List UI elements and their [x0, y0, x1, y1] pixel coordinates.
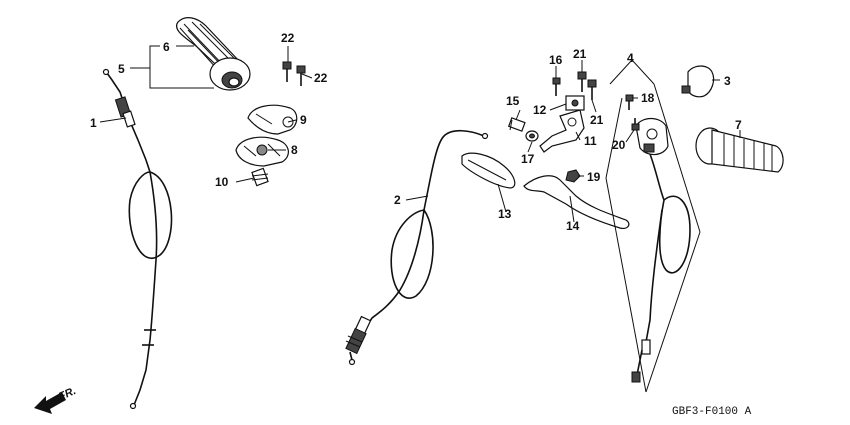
callout-19: 19 [587, 170, 601, 184]
bolt-15 [507, 117, 526, 132]
callout-21b: 21 [590, 113, 604, 127]
screw-21b [587, 79, 597, 100]
screw-20 [631, 118, 640, 131]
callout-22a: 22 [281, 31, 295, 45]
bracket-holder-12 [565, 95, 585, 111]
callout-13: 13 [498, 207, 512, 221]
band-3 [681, 65, 715, 98]
callout-21a: 21 [573, 47, 587, 61]
callout-20: 20 [612, 138, 626, 152]
callout-16: 16 [549, 53, 563, 67]
direction-label: FR. [57, 385, 78, 403]
lever-cover-13 [461, 152, 516, 189]
diagram-code: GBF3-F0100 A [672, 406, 752, 418]
callout-12: 12 [533, 103, 547, 117]
clutch-lever-14 [523, 175, 630, 229]
bolt-16 [552, 77, 561, 96]
bolt-22a [282, 61, 292, 82]
callout-17: 17 [521, 152, 535, 166]
callout-6: 6 [163, 40, 170, 54]
bolt-22b [296, 65, 306, 86]
callout-2: 2 [394, 193, 401, 207]
throttle-housing-lower [235, 136, 289, 167]
lever-bracket-11 [539, 109, 585, 153]
throttle-cable [102, 68, 173, 410]
callout-5: 5 [118, 62, 125, 76]
callout-8: 8 [291, 143, 298, 157]
callout-labels: 1 2 3 4 5 6 7 8 9 10 11 12 13 14 15 16 1… [90, 31, 742, 233]
stop-switch-4 [631, 117, 691, 383]
callout-3: 3 [724, 74, 731, 88]
clutch-cable [345, 129, 489, 366]
callout-1: 1 [90, 116, 97, 130]
callout-7: 7 [735, 118, 742, 132]
callout-18: 18 [641, 91, 655, 105]
leader-lines [99, 45, 741, 393]
arrow-left-icon [34, 392, 66, 414]
front-direction-arrow: FR. [34, 385, 78, 414]
washer-17 [525, 130, 539, 142]
cable-adjuster-10 [251, 167, 269, 187]
left-grip-7 [695, 127, 784, 173]
callout-9: 9 [300, 113, 307, 127]
screw-21a [577, 71, 587, 92]
nut-19 [565, 169, 581, 183]
callout-11: 11 [584, 134, 597, 148]
throttle-housing-upper [247, 104, 298, 135]
callout-15: 15 [506, 94, 520, 108]
callout-10: 10 [215, 175, 229, 189]
callout-14: 14 [566, 219, 580, 233]
screw-18 [625, 94, 634, 110]
callout-4: 4 [627, 51, 634, 65]
throttle-grip [176, 17, 251, 91]
callout-22b: 22 [314, 71, 328, 85]
